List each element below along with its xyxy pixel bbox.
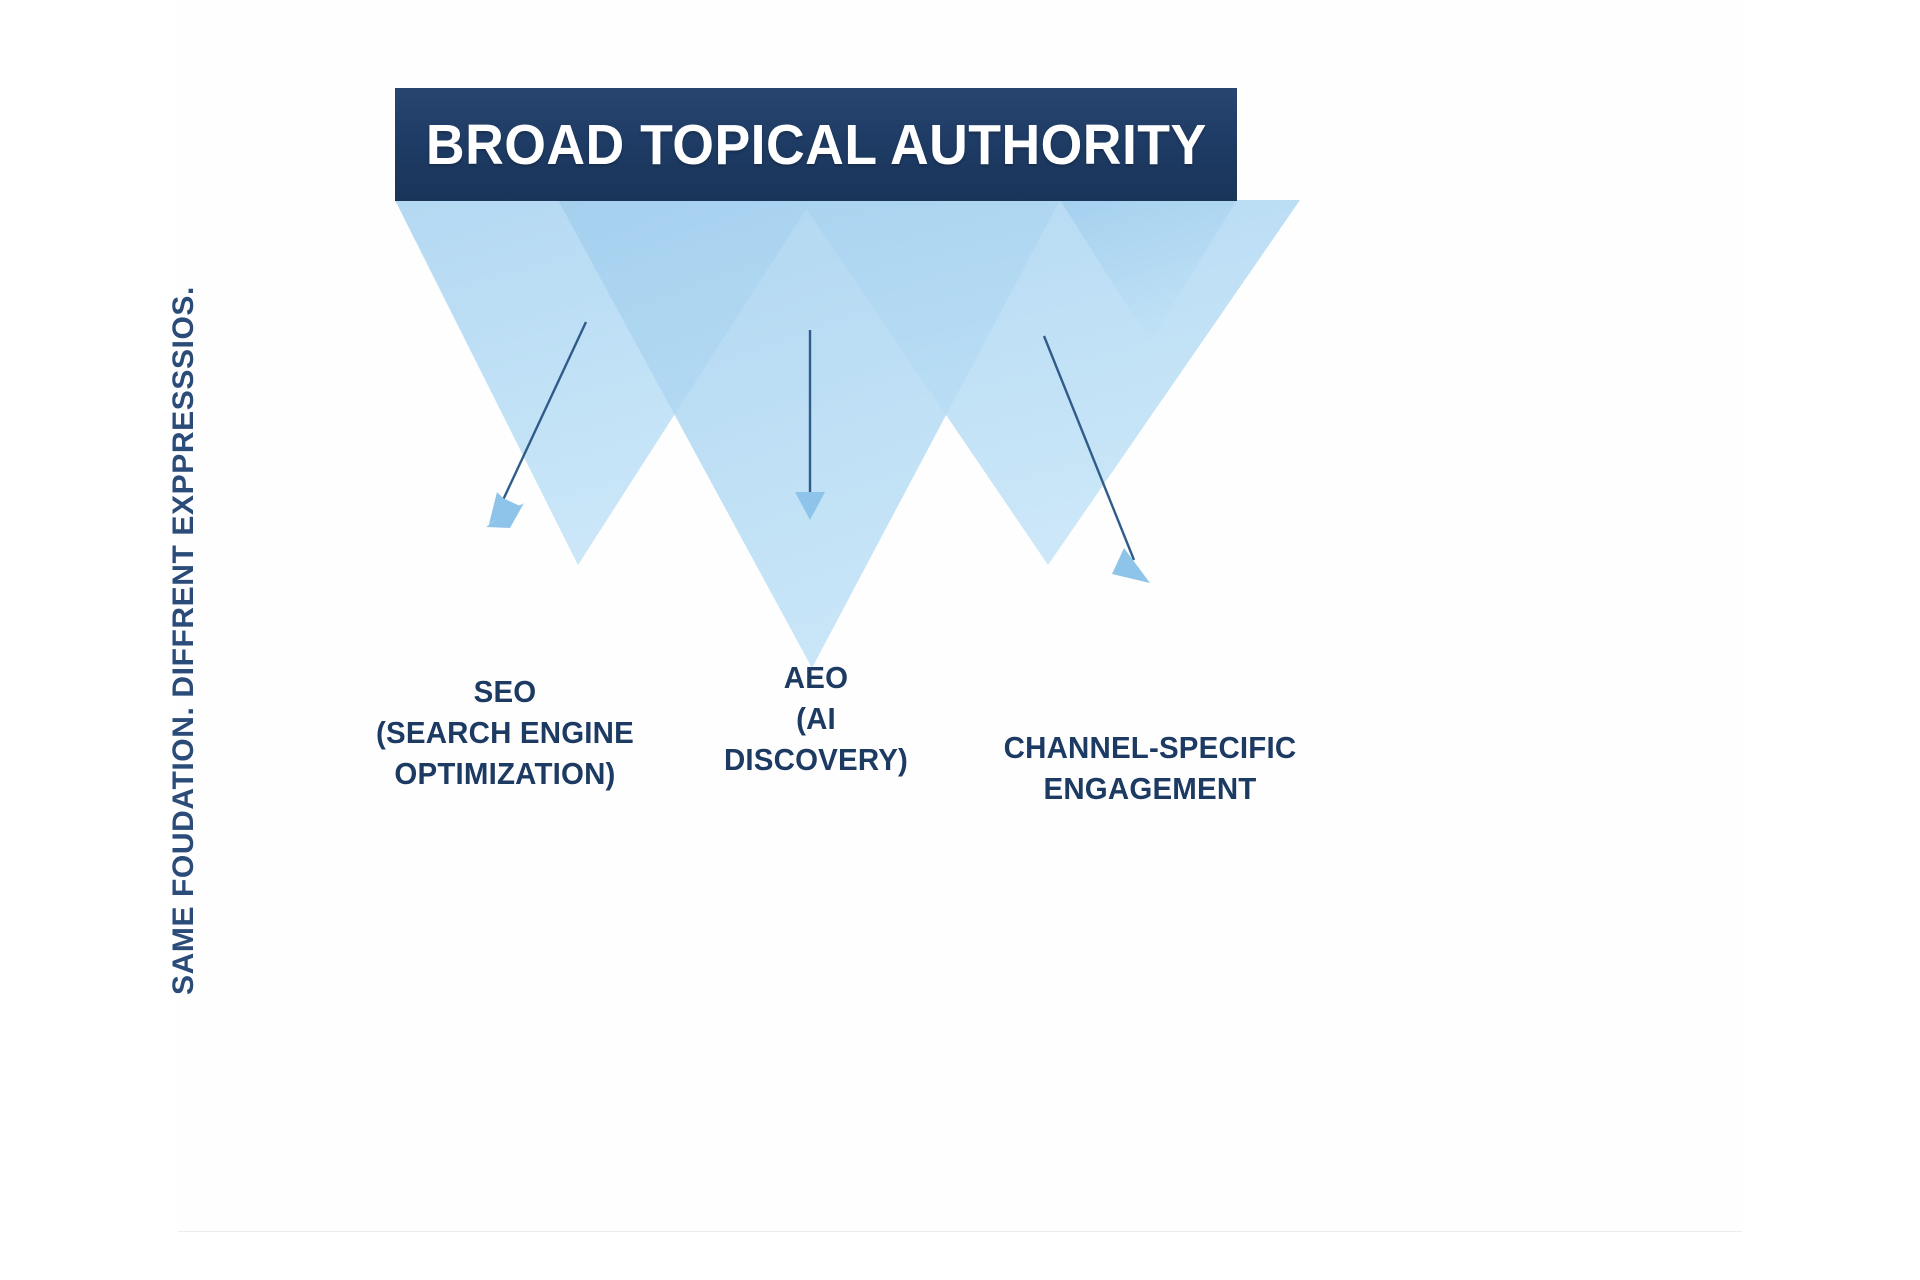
page-title: BROAD TOPICAL AUTHORITY (425, 112, 1207, 177)
label-aeo: AEO (AI DISCOVERY) (723, 660, 909, 777)
banner: BROAD TOPICAL AUTHORITY (395, 88, 1237, 201)
label-seo: SEO (SEARCH ENGINE OPTIMIZATION) (376, 674, 634, 791)
arrow-aeo (795, 330, 825, 520)
triangle-4 (1060, 200, 1237, 342)
label-channel-specific-engagement: CHANNEL-SPECIFIC ENGAGEMENT (1003, 730, 1297, 806)
triangle-group (395, 200, 1300, 668)
arrow-channel (1042, 335, 1150, 583)
vertical-caption: SAME FOUDATION. DIFFRENT EXPPRESSSIOS. (167, 286, 200, 995)
arrow-seo (486, 321, 588, 528)
